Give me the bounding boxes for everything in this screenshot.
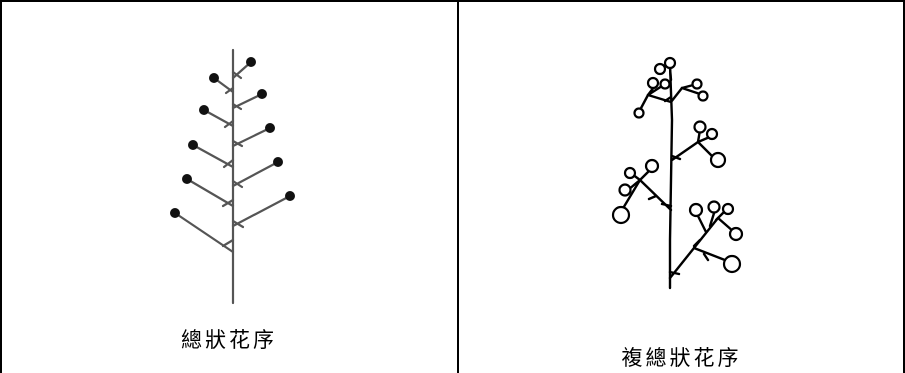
compound-flower	[611, 205, 631, 225]
raceme-bract	[231, 70, 243, 80]
compound-flower	[697, 90, 709, 102]
compound-flower	[653, 62, 667, 76]
compound-branch	[668, 66, 673, 82]
raceme-pedicel	[231, 160, 280, 188]
compound-branch	[680, 86, 702, 96]
compound-flower	[728, 226, 744, 242]
compound-flower	[691, 78, 703, 90]
compound-flower	[633, 107, 645, 119]
raceme-bract	[224, 86, 235, 95]
compound-bract	[670, 154, 682, 161]
compound-flower	[707, 200, 721, 214]
raceme-caption: 總狀花序	[181, 328, 277, 352]
raceme-bract	[221, 238, 235, 248]
raceme-bract	[231, 102, 243, 111]
compound-branch	[620, 178, 642, 212]
raceme-flower	[246, 57, 256, 67]
compound-branch	[638, 93, 650, 112]
raceme-pedicel	[185, 177, 235, 208]
table-border-left	[0, 0, 2, 373]
compound-bract	[647, 194, 658, 201]
raceme-bract	[231, 139, 244, 148]
raceme-flower	[188, 140, 198, 150]
compound-flower	[693, 120, 707, 134]
raceme-bract	[223, 119, 235, 129]
raceme-flower	[182, 174, 192, 184]
raceme-bract	[231, 219, 245, 229]
compound-flower	[705, 127, 719, 141]
compound-flower	[623, 166, 637, 180]
raceme-pedicel	[231, 92, 264, 110]
compound-branch	[695, 212, 708, 234]
compound-raceme-drawing	[611, 56, 744, 290]
raceme-bract	[231, 179, 244, 189]
raceme-pedicel	[191, 143, 235, 169]
compound-flower	[659, 78, 671, 90]
raceme-pedicel	[231, 194, 292, 228]
raceme-flower	[285, 191, 295, 201]
raceme-bract	[222, 158, 235, 169]
compound-flower	[646, 76, 660, 90]
compound-flower	[618, 183, 632, 197]
table-cell-raceme: 總狀花序	[170, 48, 295, 352]
table-border-top	[0, 0, 905, 2]
table-cell-divider	[457, 0, 459, 373]
compound-flower	[722, 254, 742, 274]
compound-bract	[692, 238, 702, 248]
raceme-flower	[265, 123, 275, 133]
compound-bract	[702, 252, 710, 262]
compound-flower	[688, 202, 704, 218]
raceme-flower	[199, 105, 209, 115]
compound-flower	[663, 56, 677, 70]
compound-flower	[721, 202, 735, 216]
compound-branch	[696, 140, 716, 160]
raceme-drawing	[170, 48, 295, 305]
compound-flower	[709, 151, 727, 169]
compound-bract	[660, 202, 673, 208]
compound-bract	[663, 95, 673, 103]
raceme-flower	[273, 157, 283, 167]
raceme-flower	[257, 89, 267, 99]
raceme-flower	[209, 73, 219, 83]
raceme-bract	[221, 198, 235, 208]
compound-branch	[669, 86, 684, 104]
raceme-flower	[170, 208, 180, 218]
table-border-right	[903, 0, 905, 373]
compound-bract	[668, 270, 681, 276]
compound-raceme-caption: 複總狀花序	[621, 346, 742, 370]
compound-flower	[644, 158, 660, 174]
compound-branch	[646, 84, 664, 97]
table-cell-compound-raceme: 複總狀花序	[458, 0, 905, 373]
raceme-pedicel	[231, 126, 272, 148]
